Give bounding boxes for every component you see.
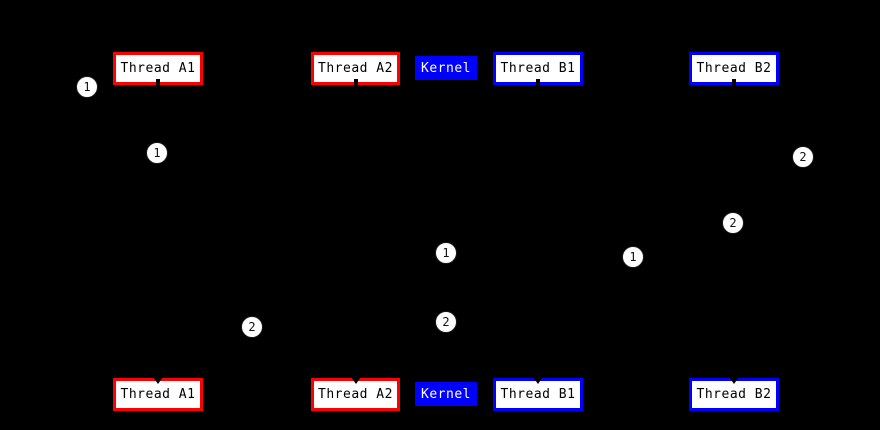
step-marker-label: 1 [83, 80, 91, 94]
lifeline-tick [732, 79, 736, 87]
actor-box-kernel-top: Kernel [415, 56, 477, 80]
actor-label: Thread B1 [500, 387, 576, 402]
actor-label: Kernel [421, 386, 471, 402]
step-marker-label: 1 [442, 246, 450, 260]
lifeline-tick [536, 79, 540, 87]
step-marker-label: 2 [799, 150, 807, 164]
step-marker: 2 [241, 316, 263, 338]
actor-label: Thread A1 [120, 387, 196, 402]
step-marker: 1 [146, 142, 168, 164]
step-marker-label: 2 [248, 320, 256, 334]
lifeline-arrowhead-icon [350, 377, 361, 384]
actor-box-thread-a1-bottom: Thread A1 [113, 377, 203, 411]
step-marker: 1 [76, 76, 98, 98]
actor-box-thread-b2-top: Thread B2 [689, 52, 779, 87]
actor-box-thread-b1-bottom: Thread B1 [493, 377, 583, 411]
actor-label: Thread B2 [696, 61, 772, 76]
actor-label: Thread A2 [318, 387, 393, 402]
step-marker: 2 [722, 212, 744, 234]
lifeline-tick [353, 79, 358, 87]
actor-box-thread-b1-top: Thread B1 [493, 52, 583, 87]
step-marker: 2 [435, 311, 457, 333]
step-marker-label: 1 [629, 250, 637, 264]
step-marker-label: 2 [442, 315, 450, 329]
actor-box-kernel-bottom: Kernel [415, 382, 477, 406]
step-marker: 2 [792, 146, 814, 168]
lifeline-tick [156, 79, 160, 87]
actor-box-thread-b2-bottom: Thread B2 [689, 377, 779, 411]
lifeline-arrowhead-icon [153, 377, 163, 384]
lifeline-arrowhead-icon [533, 377, 543, 384]
step-marker: 1 [435, 242, 457, 264]
step-marker-label: 2 [729, 216, 737, 230]
lifeline-arrowhead-icon [729, 377, 739, 384]
actor-label: Thread A2 [318, 61, 393, 76]
actor-box-thread-a2-bottom: Thread A2 [311, 377, 400, 411]
step-marker-label: 1 [153, 146, 161, 160]
actor-label: Thread B2 [696, 387, 772, 402]
actor-label: Thread B1 [500, 61, 576, 76]
actor-label: Kernel [421, 60, 471, 76]
actor-label: Thread A1 [120, 61, 196, 76]
step-marker: 1 [622, 246, 644, 268]
actor-box-thread-a2-top: Thread A2 [311, 52, 400, 87]
actor-box-thread-a1-top: Thread A1 [113, 52, 203, 87]
